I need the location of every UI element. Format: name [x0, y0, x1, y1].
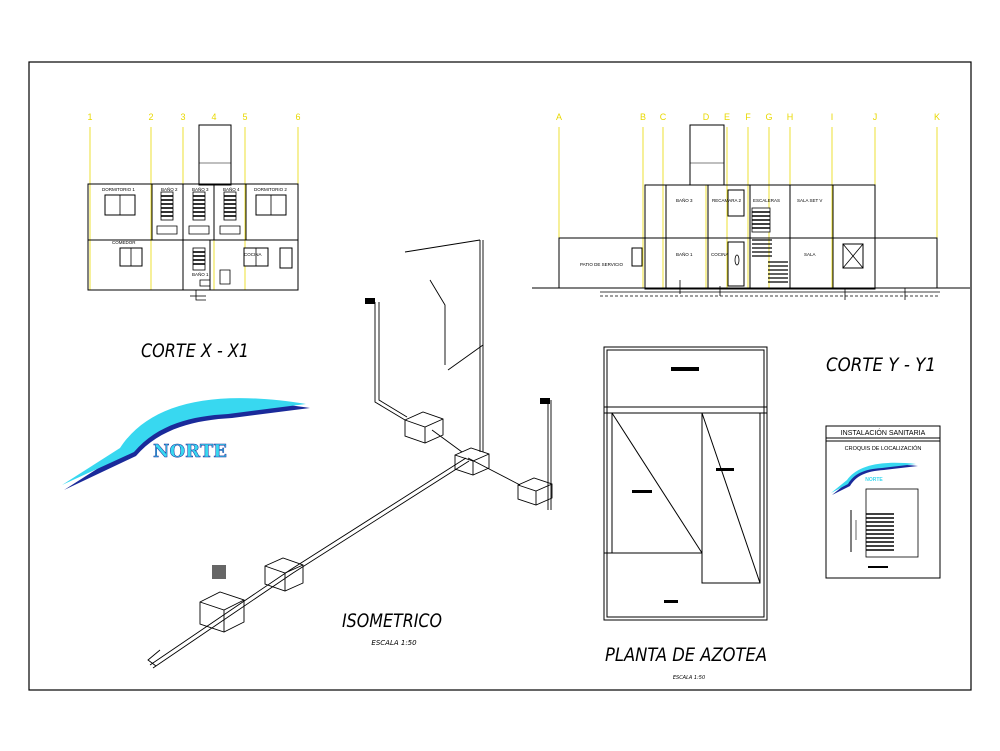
axis-label: G: [765, 112, 772, 122]
axis-label: 1: [87, 112, 92, 122]
isometric-title: ISOMETRICO: [342, 610, 442, 632]
room-label: BAÑO 3: [676, 197, 693, 203]
location-box-subtitle: CROQUIS DE LOCALIZACIÓN: [845, 445, 922, 452]
location-box: INSTALACIÓN SANITARIA CROQUIS DE LOCALIZ…: [825, 425, 941, 579]
room-label: SALA SET V: [797, 198, 822, 203]
room-label: BAÑO 1: [676, 251, 693, 257]
roof-plan-scale: ESCALA 1:50: [673, 675, 705, 681]
isometric-scale: ESCALA 1:50: [371, 639, 417, 647]
axis-label: H: [787, 112, 794, 122]
room-label: BAÑO 1: [192, 271, 209, 277]
section-x-title: CORTE X - X1: [141, 340, 249, 362]
axis-label: 6: [295, 112, 300, 122]
axis-label: 4: [211, 112, 216, 122]
isometric-drawing: [147, 239, 553, 669]
location-box-title: INSTALACIÓN SANITARIA: [841, 428, 926, 437]
sheet-border: [28, 61, 972, 691]
axis-label: I: [831, 112, 834, 122]
axis-label: 3: [180, 112, 185, 122]
section-x-drawing: 1 2 3 4 5 6: [87, 112, 301, 301]
axis-label: F: [745, 112, 751, 122]
room-label: DORMITORIO 1: [102, 187, 135, 192]
room-label: COCINA: [711, 252, 729, 257]
axis-label: E: [724, 112, 730, 122]
room-label: ESCALERAS: [753, 198, 780, 203]
axis-label: B: [640, 112, 646, 122]
roof-plan-drawing: [603, 346, 768, 621]
section-y-drawing: A B C D E F G H I J K: [532, 112, 970, 300]
room-label: SALA: [804, 252, 816, 257]
room-label: COMEDOR: [112, 240, 136, 245]
bath-window-stripes: [160, 191, 237, 271]
axis-label: 5: [242, 112, 247, 122]
roof-plan-title: PLANTA DE AZOTEA: [605, 644, 767, 666]
room-label: PATIO DE SERVICIO: [580, 262, 624, 267]
room-label: BAÑO 3: [192, 186, 209, 192]
north-arrow: NORTE: [62, 398, 310, 490]
north-label: NORTE: [153, 441, 227, 462]
room-label: BAÑO 2: [161, 186, 178, 192]
room-label: RECAMARA 2: [712, 198, 742, 203]
axis-label: C: [660, 112, 667, 122]
section-y-title: CORTE Y - Y1: [826, 354, 936, 376]
axis-label: J: [873, 112, 878, 122]
axis-label: 2: [148, 112, 153, 122]
room-label: COCINA: [244, 252, 262, 257]
room-label: BAÑO 4: [223, 186, 240, 192]
room-label: DORMITORIO 2: [254, 187, 287, 192]
axis-label: D: [703, 112, 710, 122]
axis-label: A: [556, 112, 562, 122]
location-box-north-label: NORTE: [865, 477, 883, 483]
axis-label: K: [934, 112, 940, 122]
